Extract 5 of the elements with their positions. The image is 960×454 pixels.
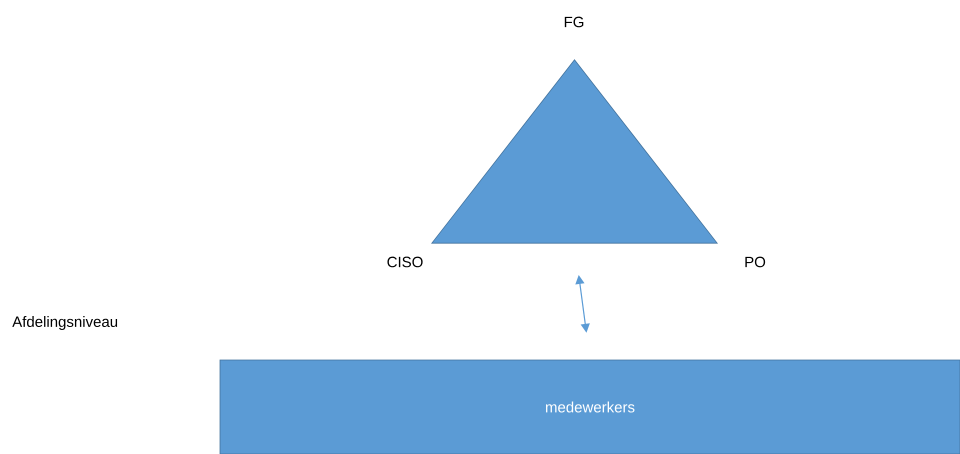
corner-label: FG — [564, 16, 584, 28]
staff-bar: medewerkers — [220, 360, 960, 454]
level-label: Afdelingsniveau — [12, 316, 118, 330]
corner-label: CISO — [387, 256, 423, 268]
corner-label: PO — [745, 256, 766, 268]
